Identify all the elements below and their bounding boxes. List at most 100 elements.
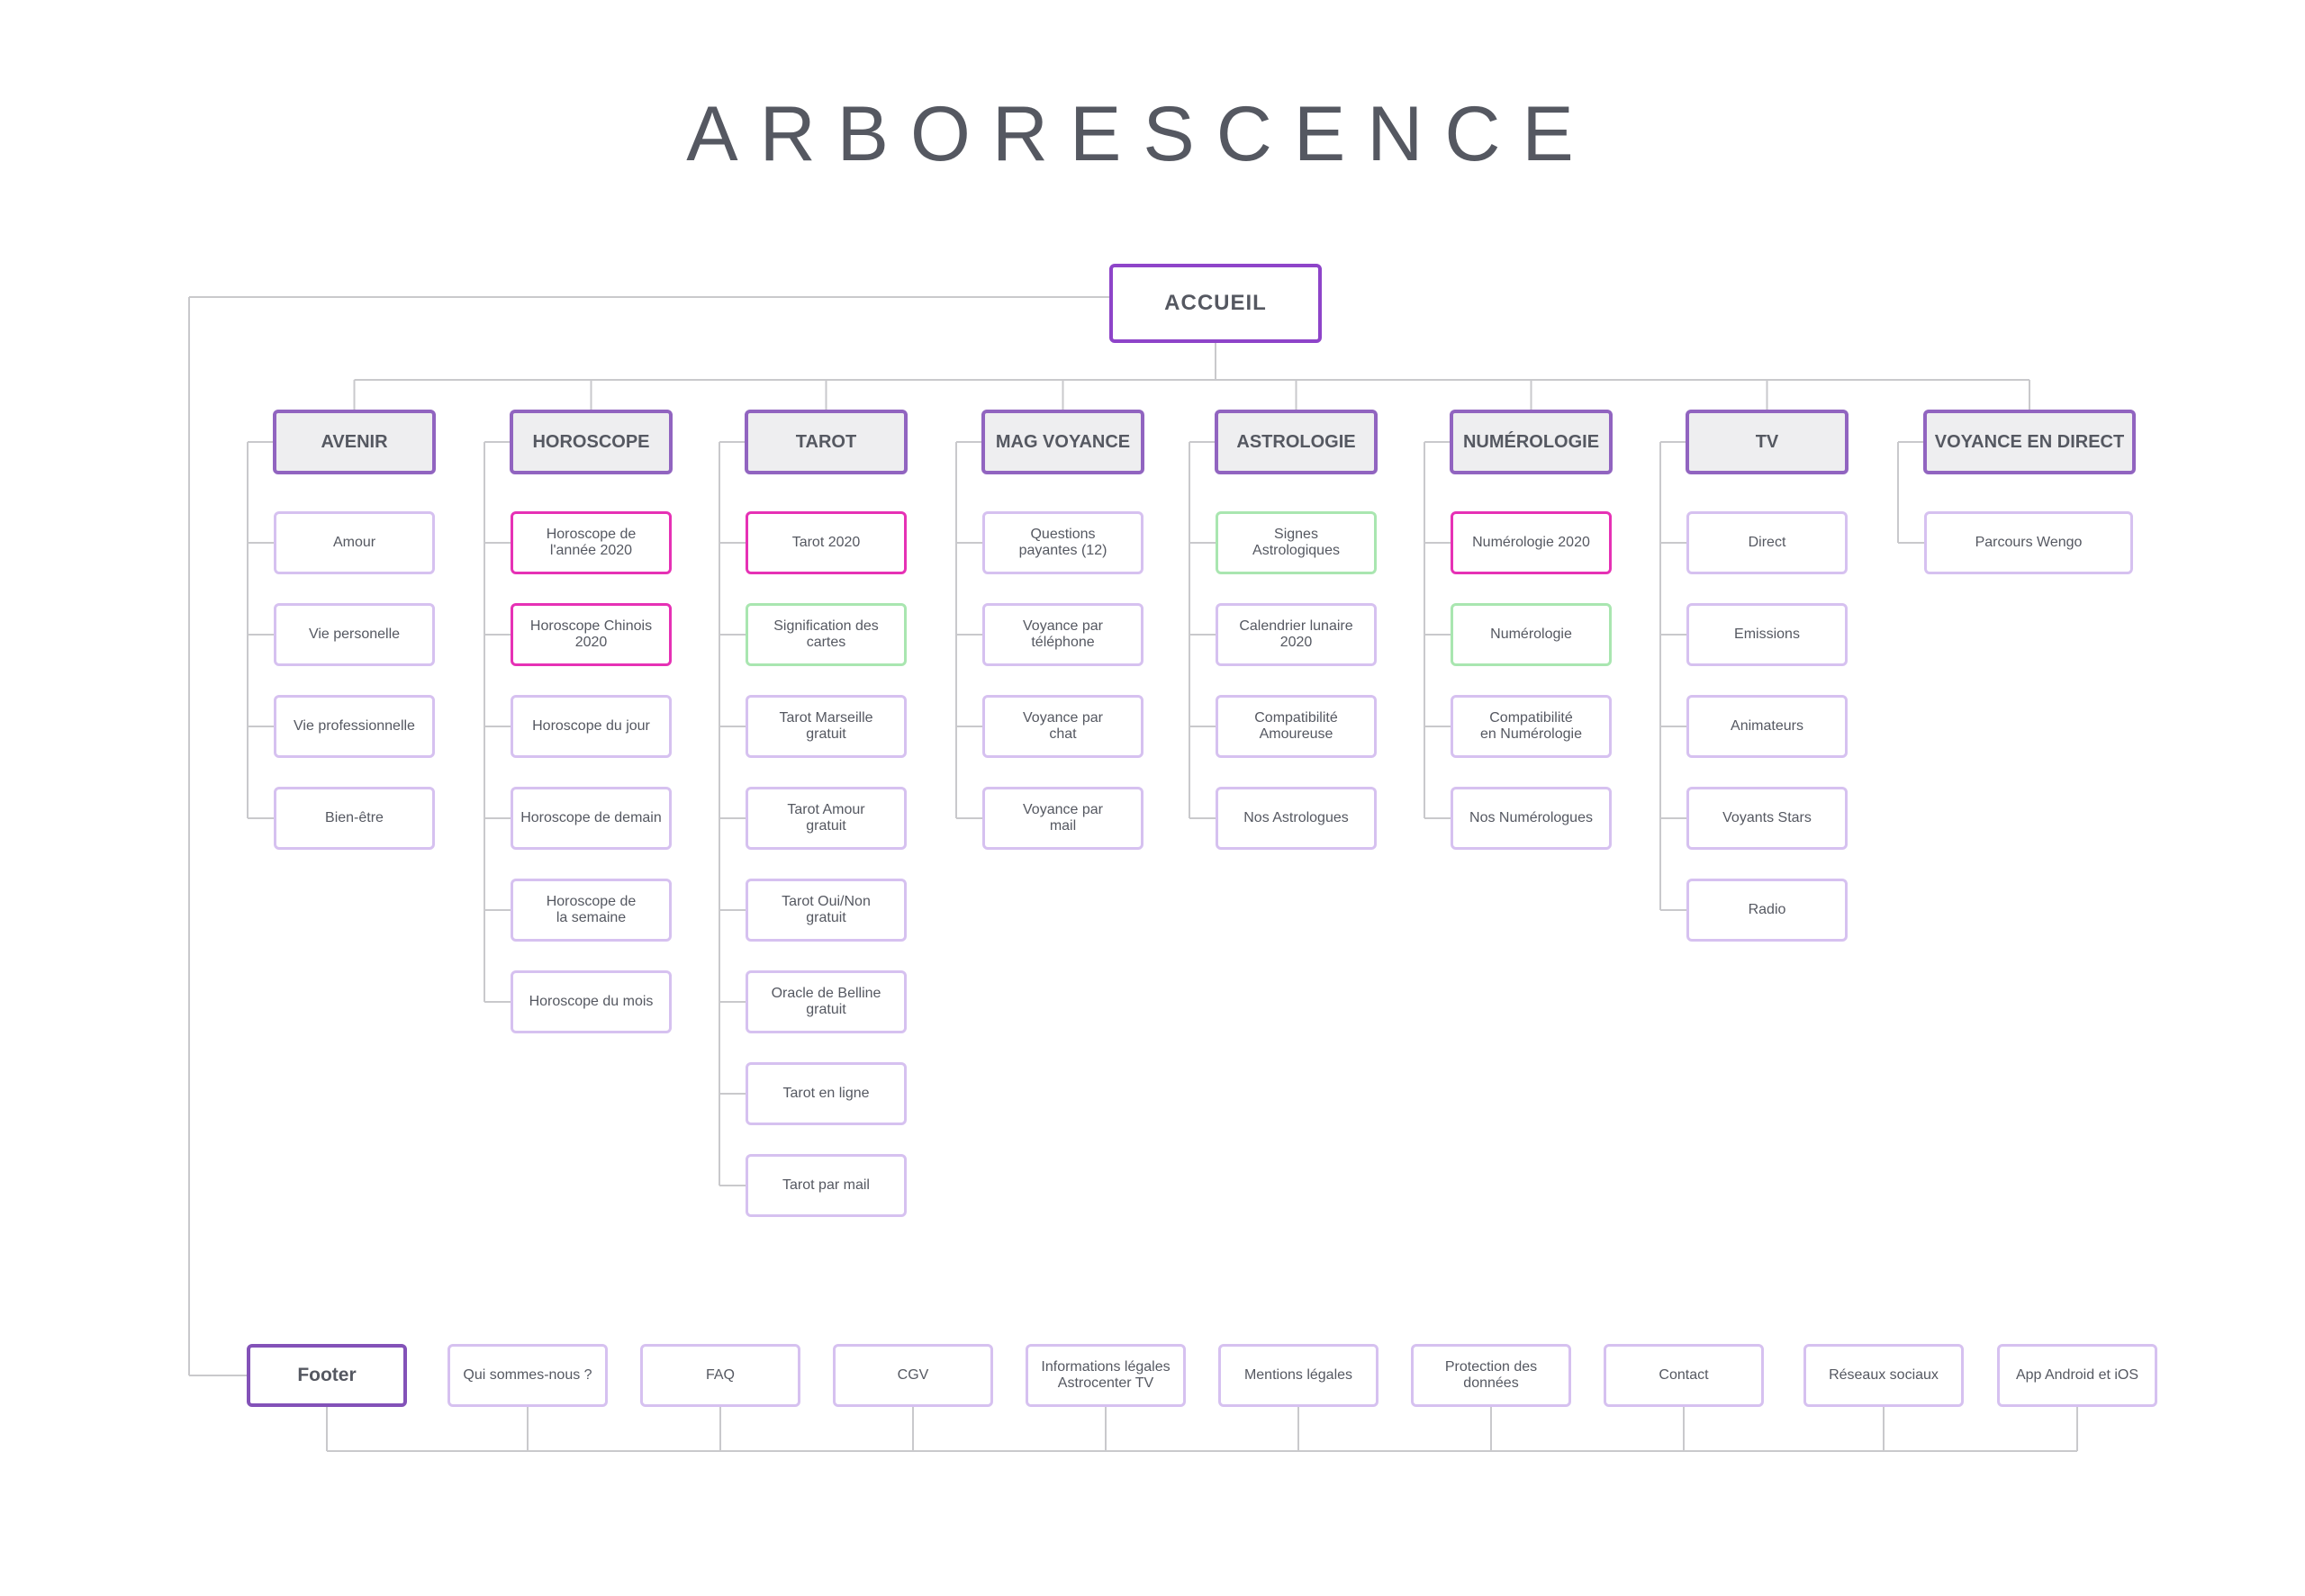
child-voyance-par-telephone[interactable]: Voyance par téléphone <box>982 603 1143 666</box>
footer-item-reseaux-sociaux[interactable]: Réseaux sociaux <box>1803 1344 1964 1407</box>
footer-item-faq[interactable]: FAQ <box>640 1344 800 1407</box>
child-amour-label: Amour <box>332 534 376 550</box>
child-nos-numerologues[interactable]: Nos Numérologues <box>1451 787 1612 850</box>
footer-item-contact-label: Contact <box>1659 1366 1709 1383</box>
child-voyance-par-mail-label: Voyance par mail <box>1023 801 1103 834</box>
category-tv[interactable]: TV <box>1686 410 1849 474</box>
child-parcours-wengo-label: Parcours Wengo <box>1975 534 2083 550</box>
child-emissions-label: Emissions <box>1734 626 1800 642</box>
child-vie-personelle[interactable]: Vie personelle <box>274 603 435 666</box>
child-tarot-2020-label: Tarot 2020 <box>791 534 861 550</box>
child-voyants-stars[interactable]: Voyants Stars <box>1686 787 1848 850</box>
child-bien-etre[interactable]: Bien-être <box>274 787 435 850</box>
child-signification-des-cartes[interactable]: Signification des cartes <box>746 603 907 666</box>
category-astrologie-label: ASTROLOGIE <box>1236 431 1356 452</box>
child-voyance-par-chat[interactable]: Voyance par chat <box>982 695 1143 758</box>
child-numerologie-2020-label: Numérologie 2020 <box>1472 534 1590 550</box>
child-tarot-marseille-gratuit[interactable]: Tarot Marseille gratuit <box>746 695 907 758</box>
child-emissions[interactable]: Emissions <box>1686 603 1848 666</box>
child-tarot-par-mail-label: Tarot par mail <box>782 1177 870 1193</box>
footer-item-cgv-label: CGV <box>897 1366 929 1383</box>
category-horoscope[interactable]: HOROSCOPE <box>510 410 673 474</box>
category-numerologie[interactable]: NUMÉROLOGIE <box>1450 410 1613 474</box>
footer-item-faq-label: FAQ <box>705 1366 735 1383</box>
footer-item-reseaux-sociaux-label: Réseaux sociaux <box>1829 1366 1939 1383</box>
child-nos-astrologues-label: Nos Astrologues <box>1243 809 1349 825</box>
child-calendrier-lunaire-2020-label: Calendrier lunaire 2020 <box>1239 618 1353 650</box>
category-voyance-en-direct[interactable]: VOYANCE EN DIRECT <box>1923 410 2136 474</box>
child-parcours-wengo[interactable]: Parcours Wengo <box>1924 511 2133 574</box>
child-animateurs-label: Animateurs <box>1731 717 1803 734</box>
category-horoscope-label: HOROSCOPE <box>532 431 650 452</box>
category-tarot[interactable]: TAROT <box>745 410 908 474</box>
child-oracle-de-belline-gratuit[interactable]: Oracle de Belline gratuit <box>746 970 907 1033</box>
child-horoscope-du-jour-label: Horoscope du jour <box>532 717 650 734</box>
child-horoscope-de-demain[interactable]: Horoscope de demain <box>511 787 672 850</box>
child-calendrier-lunaire-2020[interactable]: Calendrier lunaire 2020 <box>1216 603 1377 666</box>
category-avenir[interactable]: AVENIR <box>273 410 436 474</box>
child-vie-personelle-label: Vie personelle <box>308 626 401 642</box>
child-horoscope-de-la-semaine-label: Horoscope de la semaine <box>546 893 637 925</box>
child-compatibilite-amoureuse[interactable]: Compatibilité Amoureuse <box>1216 695 1377 758</box>
child-voyants-stars-label: Voyants Stars <box>1722 809 1812 825</box>
child-direct[interactable]: Direct <box>1686 511 1848 574</box>
child-horoscope-de-la-semaine[interactable]: Horoscope de la semaine <box>511 879 672 942</box>
child-tarot-2020[interactable]: Tarot 2020 <box>746 511 907 574</box>
child-numerologie-2020[interactable]: Numérologie 2020 <box>1451 511 1612 574</box>
child-nos-astrologues[interactable]: Nos Astrologues <box>1216 787 1377 850</box>
child-voyance-par-mail[interactable]: Voyance par mail <box>982 787 1143 850</box>
child-questions-payantes-12-label: Questions payantes (12) <box>1018 526 1107 558</box>
footer-item-informations-legales-astrocenter-tv[interactable]: Informations légales Astrocenter TV <box>1026 1344 1186 1407</box>
child-tarot-oui-non-gratuit[interactable]: Tarot Oui/Non gratuit <box>746 879 907 942</box>
child-tarot-par-mail[interactable]: Tarot par mail <box>746 1154 907 1217</box>
root-node-accueil[interactable]: ACCUEIL <box>1109 264 1322 343</box>
child-amour[interactable]: Amour <box>274 511 435 574</box>
child-tarot-amour-gratuit[interactable]: Tarot Amour gratuit <box>746 787 907 850</box>
child-compatibilite-en-numerologie[interactable]: Compatibilité en Numérologie <box>1451 695 1612 758</box>
child-bien-etre-label: Bien-être <box>325 809 384 825</box>
child-animateurs[interactable]: Animateurs <box>1686 695 1848 758</box>
footer-item-qui-sommes-nous[interactable]: Qui sommes-nous ? <box>447 1344 608 1407</box>
category-numerologie-label: NUMÉROLOGIE <box>1462 431 1600 452</box>
child-signification-des-cartes-label: Signification des cartes <box>773 618 879 650</box>
child-horoscope-chinois-2020[interactable]: Horoscope Chinois 2020 <box>511 603 672 666</box>
child-questions-payantes-12[interactable]: Questions payantes (12) <box>982 511 1143 574</box>
footer-item-app-android-et-ios[interactable]: App Android et iOS <box>1997 1344 2157 1407</box>
footer-item-cgv[interactable]: CGV <box>833 1344 993 1407</box>
footer-item-contact[interactable]: Contact <box>1604 1344 1764 1407</box>
child-horoscope-du-jour[interactable]: Horoscope du jour <box>511 695 672 758</box>
category-tarot-label: TAROT <box>795 431 857 452</box>
child-tarot-amour-gratuit-label: Tarot Amour gratuit <box>787 801 865 834</box>
child-horoscope-de-demain-label: Horoscope de demain <box>520 809 662 825</box>
category-mag-voyance-label: MAG VOYANCE <box>995 431 1131 452</box>
child-compatibilite-amoureuse-label: Compatibilité Amoureuse <box>1254 709 1338 742</box>
child-vie-professionnelle-label: Vie professionnelle <box>294 717 415 734</box>
category-tv-label: TV <box>1755 431 1779 452</box>
footer-item-app-android-et-ios-label: App Android et iOS <box>2015 1366 2139 1383</box>
child-horoscope-chinois-2020-label: Horoscope Chinois 2020 <box>529 618 653 650</box>
child-numerologie[interactable]: Numérologie <box>1451 603 1612 666</box>
child-direct-label: Direct <box>1748 534 1786 550</box>
child-radio-label: Radio <box>1748 901 1786 917</box>
footer-item-mentions-legales[interactable]: Mentions légales <box>1218 1344 1378 1407</box>
child-radio[interactable]: Radio <box>1686 879 1848 942</box>
child-signes-astrologiques[interactable]: Signes Astrologiques <box>1216 511 1377 574</box>
child-vie-professionnelle[interactable]: Vie professionnelle <box>274 695 435 758</box>
footer-item-informations-legales-astrocenter-tv-label: Informations légales Astrocenter TV <box>1041 1358 1171 1391</box>
child-horoscope-du-mois[interactable]: Horoscope du mois <box>511 970 672 1033</box>
footer-root-node[interactable]: Footer <box>247 1344 407 1407</box>
child-horoscope-de-l-annee-2020[interactable]: Horoscope de l'année 2020 <box>511 511 672 574</box>
footer-item-protection-des-donnees[interactable]: Protection des données <box>1411 1344 1571 1407</box>
child-numerologie-label: Numérologie <box>1490 626 1572 642</box>
child-voyance-par-chat-label: Voyance par chat <box>1023 709 1103 742</box>
category-voyance-en-direct-label: VOYANCE EN DIRECT <box>1934 431 2125 452</box>
child-horoscope-du-mois-label: Horoscope du mois <box>529 993 654 1009</box>
child-tarot-en-ligne[interactable]: Tarot en ligne <box>746 1062 907 1125</box>
child-compatibilite-en-numerologie-label: Compatibilité en Numérologie <box>1480 709 1582 742</box>
child-voyance-par-telephone-label: Voyance par téléphone <box>1023 618 1103 650</box>
footer-item-qui-sommes-nous-label: Qui sommes-nous ? <box>463 1366 592 1383</box>
category-mag-voyance[interactable]: MAG VOYANCE <box>981 410 1144 474</box>
footer-item-protection-des-donnees-label: Protection des données <box>1444 1358 1538 1391</box>
category-astrologie[interactable]: ASTROLOGIE <box>1215 410 1378 474</box>
